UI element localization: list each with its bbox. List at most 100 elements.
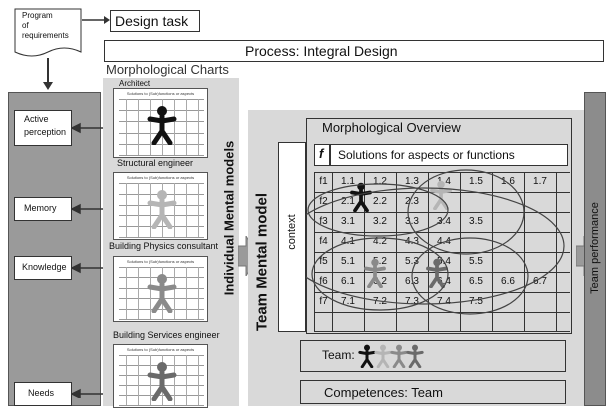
overview-row-label: f7 bbox=[319, 296, 328, 307]
mini-chart-col-line bbox=[174, 183, 175, 237]
mini-chart-col-line bbox=[198, 183, 199, 237]
overview-cell: 1.7 bbox=[533, 176, 547, 187]
cognition-item-label: Memory bbox=[24, 203, 57, 213]
overview-cell: 3.3 bbox=[405, 216, 419, 227]
overview-cell: 4.2 bbox=[373, 236, 387, 247]
person-icon bbox=[142, 105, 182, 145]
mini-chart-row-line bbox=[119, 319, 204, 320]
overview-grid bbox=[314, 172, 570, 332]
overview-cell: 6.1 bbox=[341, 276, 355, 287]
mini-chart-col-line bbox=[174, 99, 175, 155]
overview-cell: 2.2 bbox=[373, 196, 387, 207]
overview-cell: 1.3 bbox=[405, 176, 419, 187]
mini-chart-col-line bbox=[186, 355, 187, 405]
person-icon bbox=[371, 344, 395, 368]
cognition-item-label: Knowledge bbox=[22, 262, 67, 272]
overview-cell: 1.4 bbox=[437, 176, 451, 187]
process-box: Process: Integral Design bbox=[104, 40, 604, 62]
team-box bbox=[300, 340, 566, 372]
overview-cell: 5.1 bbox=[341, 256, 355, 267]
mini-chart-row-line bbox=[119, 237, 204, 238]
cognition-item-box bbox=[14, 197, 72, 221]
context-label: context bbox=[286, 214, 298, 250]
overview-cell: 7.1 bbox=[341, 296, 355, 307]
person-icon bbox=[355, 344, 379, 368]
person-icon bbox=[142, 273, 182, 313]
person-icon bbox=[422, 258, 452, 288]
overview-cell: 1.2 bbox=[373, 176, 387, 187]
overview-header: Solutions for aspects or functions bbox=[338, 148, 515, 162]
mini-chart-col-line bbox=[186, 99, 187, 155]
team-performance-bar bbox=[584, 92, 606, 406]
overview-cell: 6.7 bbox=[533, 276, 547, 287]
process-label: Process: Integral Design bbox=[245, 43, 398, 59]
mini-chart-physics: Solutions to (Sub)functions or aspects bbox=[113, 256, 208, 322]
overview-cell: 6.4 bbox=[437, 276, 451, 287]
design-task-box: Design task bbox=[110, 10, 200, 32]
overview-f-symbol: f bbox=[319, 146, 324, 161]
mini-chart-col-line bbox=[126, 183, 127, 237]
person-icon bbox=[426, 180, 456, 210]
program-of-requirements-doc: Program of requirements bbox=[14, 8, 82, 60]
mini-chart-row-line bbox=[119, 267, 204, 268]
mini-chart-col-line bbox=[198, 99, 199, 155]
team-label: Team: bbox=[322, 348, 355, 362]
program-label: Program of requirements bbox=[22, 11, 69, 40]
overview-cell: 7.4 bbox=[437, 296, 451, 307]
overview-header-box bbox=[330, 144, 568, 166]
overview-cell: 7.3 bbox=[405, 296, 419, 307]
charts-title: Morphological Charts bbox=[106, 62, 229, 77]
arrow-program-to-task bbox=[82, 16, 110, 24]
overview-cell: 7.5 bbox=[469, 296, 483, 307]
cognition-item-label: Active perception bbox=[24, 114, 67, 137]
person-icon bbox=[403, 344, 427, 368]
mini-chart-col-line bbox=[150, 355, 151, 405]
role-label-physics: Building Physics consultant bbox=[109, 241, 219, 251]
mini-chart-col-line bbox=[126, 355, 127, 405]
mini-chart-row-line bbox=[119, 155, 204, 156]
design-task-label: Design task bbox=[115, 13, 189, 29]
overview-cell: 1.6 bbox=[501, 176, 515, 187]
mini-chart-row-line bbox=[119, 143, 204, 145]
mini-chart-caption: Solutions to (Sub)functions or aspects bbox=[126, 175, 195, 180]
mini-chart-col-line bbox=[150, 183, 151, 237]
mini-chart-architect: Solutions to (Sub)functions or aspects bbox=[113, 88, 208, 158]
mini-chart-col-line bbox=[150, 267, 151, 319]
mini-chart-row-line bbox=[119, 308, 204, 310]
overview-cell: 6.6 bbox=[501, 276, 515, 287]
overview-cell: 3.5 bbox=[469, 216, 483, 227]
mini-chart-row-line bbox=[119, 405, 204, 406]
person-icon bbox=[360, 258, 390, 288]
team-mental-model-label: Team Mental model bbox=[253, 192, 271, 332]
mini-chart-col-line bbox=[186, 183, 187, 237]
mini-chart-row-line bbox=[119, 355, 204, 356]
mini-chart-col-line bbox=[186, 267, 187, 319]
mini-chart-col-line bbox=[138, 183, 139, 237]
solution-ellipses bbox=[306, 169, 565, 315]
cognition-item-label: Needs bbox=[28, 388, 55, 398]
mini-chart-col-line bbox=[198, 267, 199, 319]
overview-cell: 5.3 bbox=[405, 256, 419, 267]
mini-chart-row-line bbox=[119, 99, 204, 100]
mini-chart-col-line bbox=[198, 355, 199, 405]
overview-cell: 6.5 bbox=[469, 276, 483, 287]
mini-chart-col-line bbox=[174, 355, 175, 405]
mini-chart-col-line bbox=[126, 267, 127, 319]
competences-label: Competences: Team bbox=[324, 385, 443, 400]
mini-chart-caption: Solutions to (Sub)functions or aspects bbox=[126, 259, 195, 264]
mini-chart-col-line bbox=[138, 267, 139, 319]
person-icon bbox=[387, 344, 411, 368]
document-shape bbox=[14, 8, 82, 57]
overview-cell: 1.1 bbox=[341, 176, 355, 187]
role-label-structural: Structural engineer bbox=[117, 158, 194, 168]
mini-chart-structural: Solutions to (Sub)functions or aspects bbox=[113, 172, 208, 240]
mini-chart-col-line bbox=[138, 99, 139, 155]
overview-cell: 6.2 bbox=[373, 276, 387, 287]
person-icon bbox=[142, 361, 182, 401]
overview-cell: 5.2 bbox=[373, 256, 387, 267]
overview-cell: 5.5 bbox=[469, 256, 483, 267]
mini-chart-caption: Solutions to (Sub)functions or aspects bbox=[126, 91, 195, 96]
competences-box bbox=[300, 380, 566, 404]
overview-title: Morphological Overview bbox=[322, 120, 461, 135]
role-label-architect: Architect bbox=[119, 79, 151, 88]
